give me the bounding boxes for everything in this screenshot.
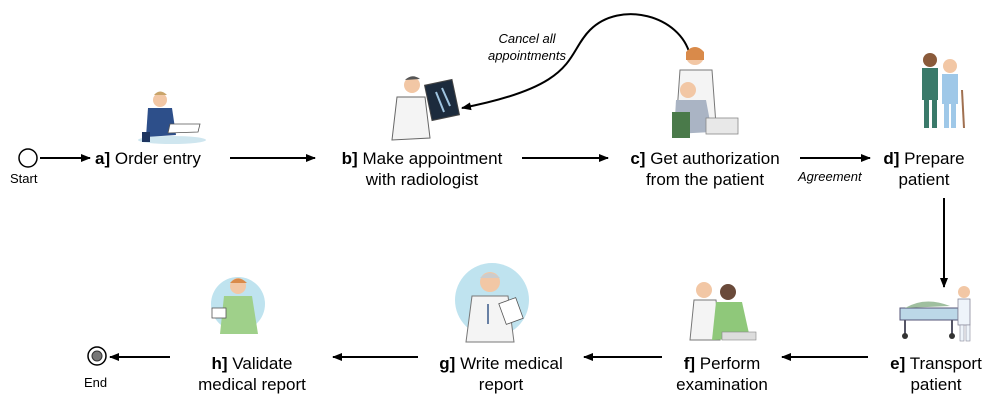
arrow-cancel-loop	[461, 13, 691, 111]
examination-illustration	[689, 282, 757, 341]
step-c-line2: from the patient	[645, 170, 765, 189]
step-e-line1: Transport	[909, 354, 982, 373]
step-h-line1: Validate	[232, 354, 293, 373]
step-h-line2: medical report	[198, 375, 306, 394]
step-d-line1: Prepare	[904, 149, 965, 168]
end-event	[87, 346, 107, 366]
cancel-annotation-line1: Cancel all	[498, 31, 556, 46]
step-b-line1: Make appointment	[362, 149, 503, 168]
step-d-line2: patient	[898, 170, 950, 189]
step-c-line1: Get authorization	[650, 149, 780, 168]
doctor-and-patient-illustration	[672, 47, 739, 138]
step-f-line1: Perform	[699, 354, 761, 373]
step-e-id: e]	[890, 354, 906, 373]
step-c-label: c] Get authorization from the patient	[612, 148, 798, 190]
nurse-validating-illustration	[211, 277, 265, 334]
step-a-label: a] Order entry	[95, 148, 201, 169]
step-e-label: e] Transport patient	[878, 353, 994, 395]
step-g-line1: Write medical	[460, 354, 563, 373]
step-f-line2: examination	[676, 375, 768, 394]
cancel-annotation: Cancel all appointments	[472, 30, 582, 64]
start-label: Start	[10, 171, 38, 186]
start-event	[18, 148, 38, 168]
step-f-id: f]	[683, 354, 696, 373]
nurse-helping-patient-illustration	[922, 53, 965, 129]
clerk-at-desk-illustration	[138, 91, 206, 144]
stretcher-transport-illustration	[899, 286, 971, 342]
step-c-id: c]	[630, 149, 646, 168]
step-h-label: h] Validate medical report	[176, 353, 328, 395]
step-f-label: f] Perform examination	[664, 353, 780, 395]
step-b-id: b]	[341, 149, 358, 168]
step-b-line2: with radiologist	[365, 170, 479, 189]
cancel-annotation-line2: appointments	[487, 48, 567, 63]
end-label: End	[84, 375, 108, 390]
step-d-id: d]	[883, 149, 900, 168]
agreement-annotation: Agreement	[798, 169, 862, 184]
radiologist-illustration	[391, 76, 461, 141]
doctor-writing-report-illustration	[455, 263, 529, 343]
step-g-label: g] Write medical report	[422, 353, 580, 395]
step-d-label: d] Prepare patient	[874, 148, 974, 190]
step-g-id: g]	[439, 354, 456, 373]
step-g-line2: report	[478, 375, 524, 394]
step-h-id: h]	[211, 354, 228, 373]
step-e-line2: patient	[910, 375, 962, 394]
step-a-id: a]	[95, 149, 111, 168]
step-b-label: b] Make appointment with radiologist	[322, 148, 522, 190]
step-a-line1: Order entry	[114, 149, 201, 168]
